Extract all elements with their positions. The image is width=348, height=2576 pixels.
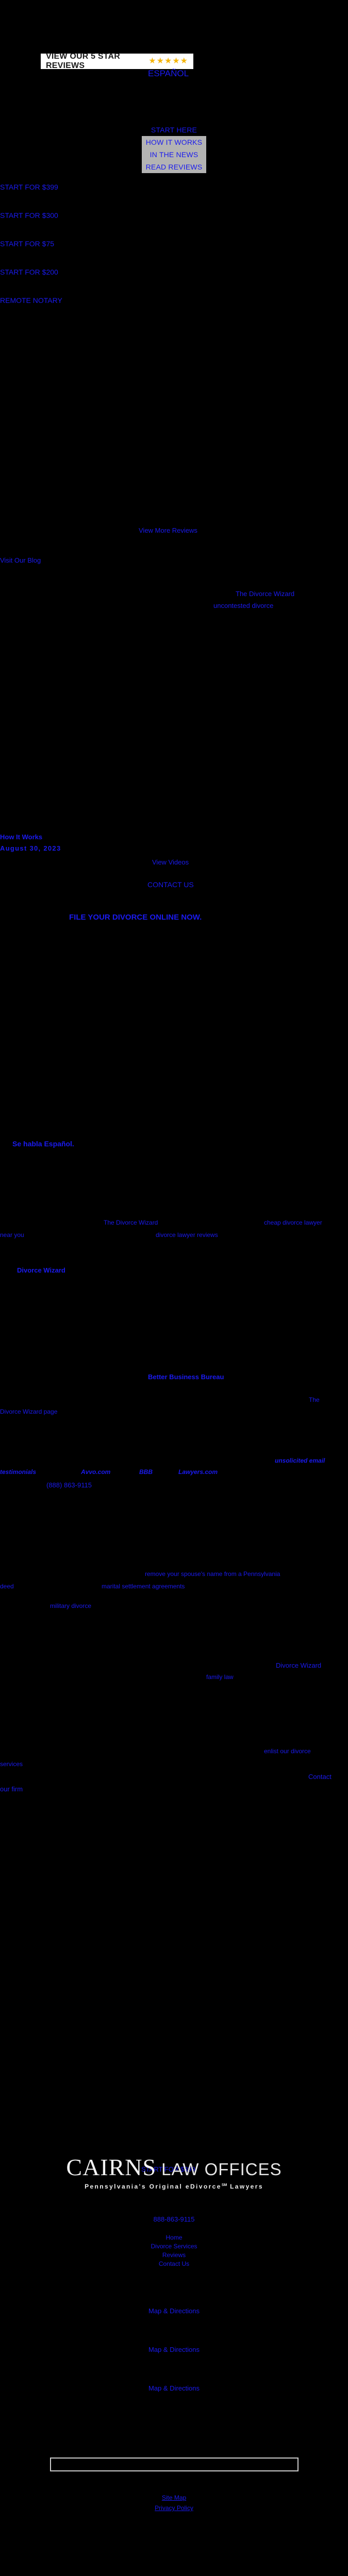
nav-item-how-it-works[interactable]: HOW IT WORKS — [142, 136, 206, 148]
footer-legal-links: Site Map Privacy Policy — [0, 2493, 348, 2513]
price-link-start-for-200[interactable]: START FOR $200 — [0, 268, 58, 276]
office-block-2: Map & Directions — [0, 2346, 348, 2354]
review-badge-label: VIEW OUR 5 STAR REVIEWS — [46, 52, 121, 70]
contact-us-link[interactable]: CONTACT US — [147, 880, 194, 889]
footer-phone-link[interactable]: 888-863-9115 — [153, 2215, 195, 2223]
footer-link-contact-us[interactable]: Contact Us — [158, 2260, 190, 2267]
five-star-rating-icon: ★★★★★ — [148, 57, 188, 65]
price-link-start-for-300[interactable]: START FOR $300 — [0, 211, 58, 219]
divorce-wizard-page[interactable]: Divorce Wizard page — [0, 1408, 58, 1415]
footer-link-divorce-services[interactable]: Divorce Services — [151, 2243, 197, 2250]
lawyers-com[interactable]: Lawyers.com — [178, 1468, 218, 1476]
visit-our-blog[interactable]: Visit Our Blog — [0, 556, 41, 564]
divorce-wizard-3[interactable]: Divorce Wizard — [276, 1662, 322, 1669]
services[interactable]: services — [0, 1760, 23, 1768]
price-link-start-for-75[interactable]: START FOR $75 — [0, 240, 55, 248]
avvo-com[interactable]: Avvo.com — [81, 1468, 111, 1476]
office-block-1: Map & Directions — [0, 2307, 348, 2315]
view-more-reviews[interactable]: View More Reviews — [139, 527, 197, 534]
uncontested-divorce[interactable]: uncontested divorce — [213, 602, 274, 609]
testimonials[interactable]: testimonials — [0, 1468, 37, 1476]
nav-item-start-here[interactable]: START HERE — [151, 126, 197, 134]
cheap-divorce-lawyer[interactable]: cheap divorce lawyer — [264, 1219, 322, 1226]
view-videos[interactable]: View Videos — [152, 858, 189, 866]
map-and-directions-link-2[interactable]: Map & Directions — [148, 2346, 200, 2353]
logo-tagline-suffix: Lawyers — [230, 2183, 263, 2190]
logo-tagline-sm-mark: SM — [221, 2183, 227, 2187]
family-law[interactable]: family law — [206, 1673, 234, 1681]
near-you[interactable]: near you — [0, 1231, 24, 1239]
divorce-lawyer-reviews[interactable]: divorce lawyer reviews — [156, 1231, 218, 1239]
logo-word-cairns: CAIRNS — [66, 2154, 157, 2180]
se-habla-espanol[interactable]: Se habla Español. — [12, 1140, 74, 1148]
bbb[interactable]: BBB — [139, 1468, 153, 1476]
footer-phone-wrap: 888-863-9115 — [0, 2215, 348, 2223]
the-divorce-wizard-1[interactable]: The Divorce Wizard — [236, 590, 295, 598]
review-badge[interactable]: VIEW OUR 5 STAR REVIEWS ★★★★★ — [41, 52, 193, 70]
logo-tagline: Pennsylvania's Original eDivorceSM Lawye… — [0, 2183, 348, 2190]
marital-settlement[interactable]: marital settlement agreements — [102, 1583, 185, 1590]
espanol-language-link[interactable]: ESPAÑOL — [148, 69, 189, 78]
logo-word-law-offices: LAW OFFICES — [161, 2160, 282, 2179]
phone-888[interactable]: (888) 863-9115 — [46, 1481, 92, 1489]
map-and-directions-link-3[interactable]: Map & Directions — [148, 2384, 200, 2392]
file-divorce-online[interactable]: FILE YOUR DIVORCE ONLINE NOW. — [69, 913, 202, 922]
nav-item-read-reviews[interactable]: READ REVIEWS — [142, 161, 206, 173]
site-map-link[interactable]: Site Map — [161, 2494, 187, 2501]
start-for-399-logo[interactable]: START FOR $399 — [141, 2165, 195, 2173]
footer-navigation: Home Divorce Services Reviews Contact Us — [0, 2233, 348, 2268]
privacy-policy-link[interactable]: Privacy Policy — [155, 2504, 193, 2512]
enlist-our-divorce[interactable]: enlist our divorce — [264, 1748, 311, 1755]
military-divorce[interactable]: military divorce — [50, 1602, 92, 1609]
divorce-wizard-bold[interactable]: Divorce Wizard — [17, 1266, 65, 1274]
logo-tagline-main: Pennsylvania's Original eDivorce — [85, 2183, 222, 2190]
unsolicited-email[interactable]: unsolicited email — [275, 1457, 325, 1464]
price-link-remote-notary[interactable]: REMOTE NOTARY — [0, 296, 62, 304]
embedded-widget-frame[interactable] — [50, 2458, 299, 2471]
remove-spouse-deed[interactable]: remove your spouse's name from a Pennsyl… — [145, 1570, 280, 1578]
office-block-3: Map & Directions — [0, 2384, 348, 2393]
our-firm[interactable]: our firm — [0, 1785, 23, 1793]
price-link-start-for-399[interactable]: START FOR $399 — [0, 183, 58, 191]
top-navigation: START HERE HOW IT WORKS IN THE NEWS READ… — [142, 124, 206, 173]
nav-item-in-the-news[interactable]: IN THE NEWS — [142, 148, 206, 161]
better-business-bureau[interactable]: Better Business Bureau — [148, 1373, 224, 1381]
how-it-works-heading[interactable]: How It Works — [0, 833, 43, 841]
the-word[interactable]: The — [309, 1396, 320, 1403]
post-date[interactable]: August 30, 2023 — [0, 844, 61, 852]
map-and-directions-link-1[interactable]: Map & Directions — [148, 2307, 200, 2315]
the-divorce-wizard-2[interactable]: The Divorce Wizard — [104, 1219, 158, 1226]
footer-link-reviews[interactable]: Reviews — [162, 2251, 186, 2259]
footer-link-home[interactable]: Home — [165, 2234, 183, 2241]
deed[interactable]: deed — [0, 1583, 14, 1590]
contact-word[interactable]: Contact — [308, 1773, 332, 1781]
